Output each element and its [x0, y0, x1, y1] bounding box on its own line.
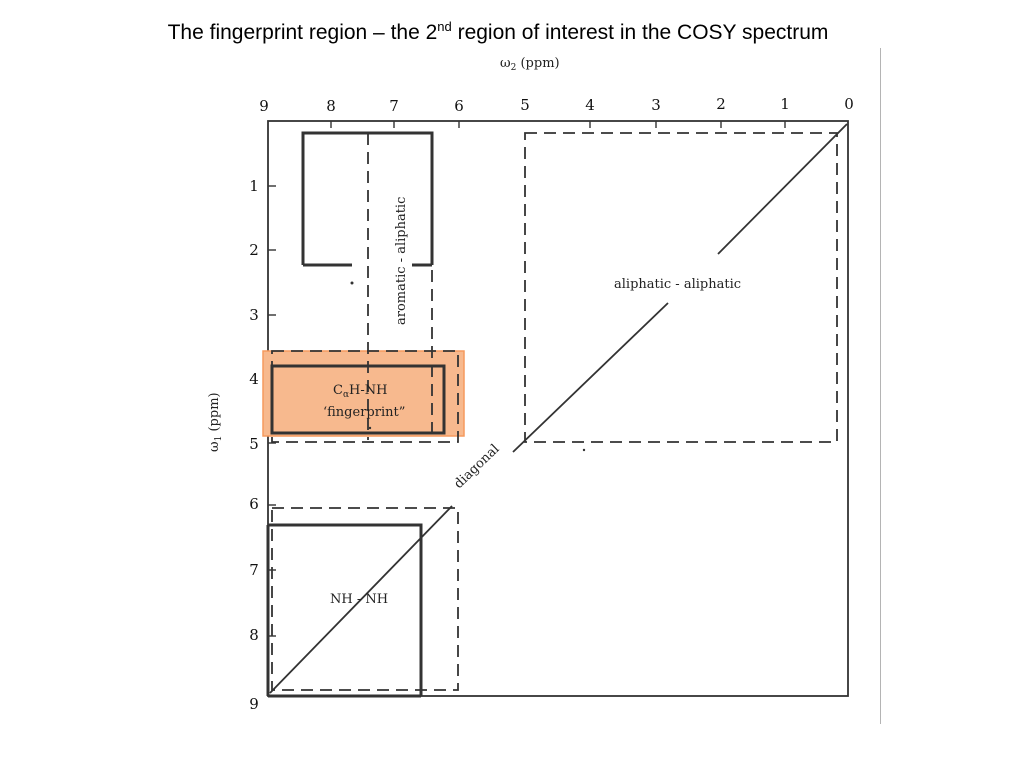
slide-title: The fingerprint region – the 2nd region …	[0, 19, 996, 45]
left-axis-ticks: 1 2 3 4 5 6 7 8 9	[249, 177, 259, 713]
top-tick-label: 7	[389, 97, 399, 115]
aliphatic-aliphatic-box	[524, 132, 838, 443]
speck-mark	[582, 448, 586, 452]
tick-marks	[268, 121, 786, 637]
slide-divider	[880, 48, 881, 724]
fingerprint-box	[270, 364, 446, 435]
w1-axis-title: ω1 (ppm)	[207, 392, 224, 452]
left-tick-label: 5	[249, 435, 259, 453]
w2-axis-title: ω2 (ppm)	[500, 56, 560, 73]
top-tick-label: 5	[520, 96, 530, 114]
title-text-after: region of interest in the COSY spectrum	[451, 21, 829, 44]
speck-mark	[350, 281, 354, 285]
left-tick-label: 9	[249, 695, 259, 713]
left-tick-label: 4	[249, 370, 259, 388]
nh-nh-box	[268, 523, 423, 696]
top-tick-label: 2	[716, 95, 726, 113]
diagonal-line	[269, 123, 848, 694]
left-tick-label: 8	[249, 626, 259, 644]
top-tick-label: 8	[326, 97, 336, 115]
nh-nh-dashed-outline	[271, 507, 459, 691]
fingerprint-label-line1: CαH-NH	[333, 383, 387, 400]
left-tick-label: 7	[249, 561, 259, 579]
fingerprint-dashed-outline	[271, 350, 459, 443]
aromatic-aliphatic-dashed-lines	[367, 133, 433, 440]
top-tick-label: 0	[844, 95, 854, 113]
top-tick-label: 3	[651, 96, 661, 114]
fingerprint-label-line2: ‘fingerprint”	[323, 405, 405, 420]
top-tick-label: 4	[585, 96, 595, 114]
top-axis-ticks: 9 8 7 6 5 4 3 2 1 0	[259, 95, 854, 115]
top-tick-label: 6	[454, 97, 464, 115]
speck-mark	[368, 426, 372, 430]
nh-nh-label: NH - NH	[330, 592, 388, 607]
title-superscript: nd	[437, 19, 452, 34]
diagonal-label: diagonal	[451, 442, 502, 492]
aliphatic-aliphatic-label: aliphatic - aliphatic	[614, 277, 741, 292]
left-tick-label: 2	[249, 241, 259, 259]
top-tick-label: 1	[780, 95, 790, 113]
left-tick-label: 1	[249, 177, 259, 195]
left-tick-label: 3	[249, 306, 259, 324]
left-tick-label: 6	[249, 495, 259, 513]
top-tick-label: 9	[259, 97, 269, 115]
title-text-before: The fingerprint region – the 2	[167, 21, 438, 44]
aromatic-aliphatic-label: aromatic - aliphatic	[394, 197, 409, 325]
